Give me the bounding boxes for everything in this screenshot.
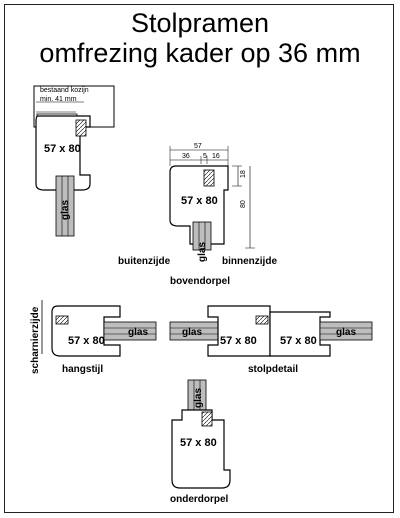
dim-36-label: 36 (182, 153, 190, 160)
glass-pane-5 (319, 321, 373, 341)
inside-label: binnenzijde (222, 256, 277, 267)
detail-meeting-stile: glas 57 x 80 57 x 80 glas stolpdetail (169, 305, 373, 375)
detail-existing-frame: bestaand kozijn min. 41 mm 36 57 x 80 gl… (33, 85, 115, 237)
dim-18-label: 18 (240, 170, 247, 178)
detail-hinge-stile: scharnierzijde 57 x 80 glas hangstijl (30, 300, 157, 375)
profile-label-2: 57 x 80 (181, 195, 218, 207)
hinge-stile-label: hangstijl (62, 364, 103, 375)
seal-top-rail (203, 169, 215, 187)
profile-label-4: 57 x 80 (220, 335, 257, 347)
existing-frame-label: bestaand kozijn (40, 87, 89, 94)
glass-pane-1 (55, 175, 75, 237)
glass-label-4: glas (182, 327, 202, 338)
drawing-frame (4, 4, 394, 513)
title-line-1: Stolpramen (130, 8, 270, 38)
glass-pane-2 (192, 221, 212, 251)
glass-label-1: glas (60, 200, 71, 220)
seal-hinge-stile (55, 315, 69, 325)
glass-label-2: glas (197, 242, 208, 262)
outside-label: buitenzijde (118, 256, 171, 267)
glass-label-5: glas (336, 327, 356, 338)
bottom-rail-label: onderdorpel (170, 494, 229, 505)
seal-top-left (75, 119, 87, 137)
profile-bottom-rail (171, 409, 231, 489)
glass-pane-3 (103, 321, 157, 341)
detail-top-rail: 57 36 5 16 18 80 57 x 80 glas buitenzijd… (118, 143, 277, 287)
dim-5-label: 5 (203, 153, 207, 160)
detail-bottom-rail: glas 57 x 80 onderdorpel (170, 379, 231, 505)
glass-label-6: glas (193, 388, 204, 408)
dim-16-label: 16 (212, 153, 220, 160)
seal-bottom-rail (201, 411, 213, 427)
dim-57-label: 57 (194, 143, 202, 150)
glass-label-3: glas (128, 327, 148, 338)
hinge-side-label: scharnierzijde (30, 306, 41, 374)
dim-80-label: 80 (240, 200, 247, 208)
profile-label-5: 57 x 80 (280, 335, 317, 347)
seal-meeting-stile (255, 315, 269, 325)
meeting-stile-label: stolpdetail (248, 364, 298, 375)
min-width-label: min. 41 mm (40, 96, 77, 103)
profile-label-3: 57 x 80 (68, 335, 105, 347)
profile-hinge-stile (51, 305, 121, 357)
title-line-2: omfrezing kader op 36 mm (39, 38, 361, 68)
profile-label-1: 57 x 80 (44, 143, 81, 155)
top-rail-label: bovendorpel (170, 276, 230, 287)
profile-meeting-right (269, 311, 331, 357)
profile-label-6: 57 x 80 (180, 437, 217, 449)
